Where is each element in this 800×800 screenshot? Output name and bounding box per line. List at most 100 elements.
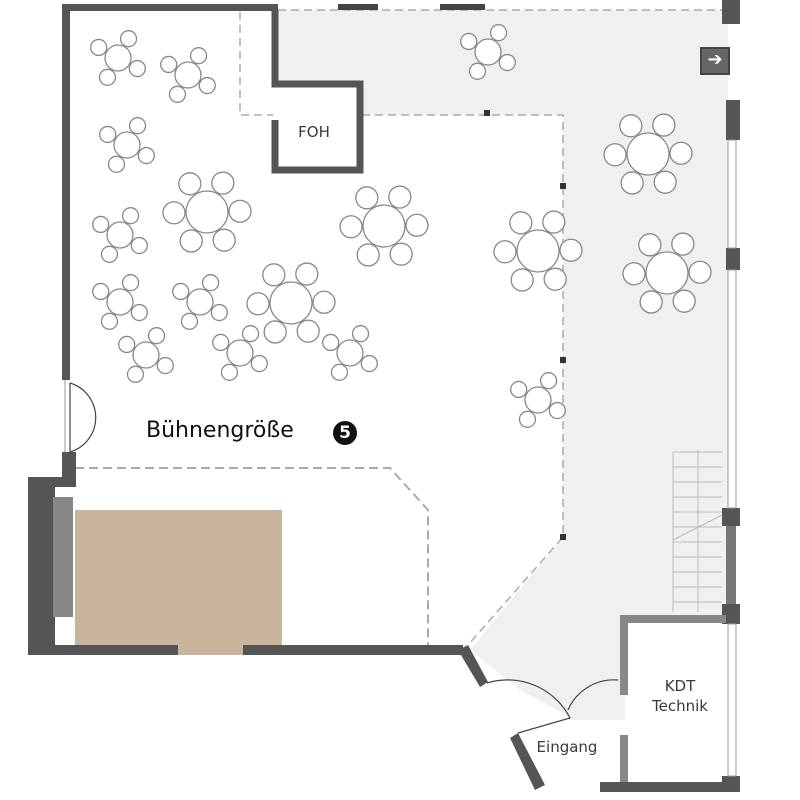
zone-outline-dashed: [239, 12, 273, 116]
chair: [542, 210, 566, 234]
chair: [228, 199, 252, 223]
chair: [652, 113, 676, 137]
chair: [168, 85, 187, 103]
chair: [510, 268, 534, 292]
chair: [189, 47, 208, 65]
chair: [201, 274, 220, 292]
chair: [241, 325, 260, 343]
stage-outline-dashed: [75, 467, 429, 645]
chair: [460, 32, 478, 51]
table: [474, 38, 502, 66]
stair-line: [672, 514, 723, 541]
chair: [250, 354, 268, 373]
chair: [220, 363, 239, 381]
tables: [90, 24, 712, 428]
chair: [100, 312, 119, 330]
chair: [172, 282, 190, 301]
chair: [672, 289, 696, 313]
chair: [619, 114, 643, 138]
table: [132, 341, 160, 369]
chair: [356, 243, 380, 267]
chair: [638, 233, 662, 257]
exit-sign-icon: ➔: [700, 47, 730, 75]
chair: [510, 380, 528, 399]
chair: [468, 62, 487, 80]
chair: [121, 274, 140, 292]
chair: [212, 333, 230, 352]
chair: [210, 303, 228, 322]
chair: [330, 363, 349, 381]
chair: [211, 171, 235, 195]
chair: [388, 185, 412, 209]
chair: [128, 117, 147, 135]
chair: [671, 232, 695, 256]
table: [185, 190, 229, 234]
stairs: [672, 450, 723, 612]
chair: [518, 410, 537, 428]
chair: [322, 333, 340, 352]
chair: [92, 215, 110, 234]
table: [174, 61, 202, 89]
chair: [509, 211, 533, 235]
table: [645, 251, 689, 295]
chair: [130, 303, 148, 322]
chair: [688, 260, 712, 284]
chair: [622, 262, 646, 286]
chair: [121, 207, 140, 225]
chair: [620, 171, 644, 195]
chair: [603, 143, 627, 167]
chair: [212, 228, 236, 252]
chair: [92, 282, 110, 301]
chair: [178, 172, 202, 196]
chair: [100, 245, 119, 263]
table: [106, 221, 134, 249]
zone-outline-dashed-2: [362, 114, 564, 646]
chair: [147, 327, 166, 345]
table: [362, 204, 406, 248]
chair: [493, 240, 517, 264]
table: [626, 132, 670, 176]
chair: [296, 319, 320, 343]
stage-area: [75, 510, 282, 655]
chair: [107, 155, 126, 173]
entrance-label: Eingang: [536, 738, 598, 756]
chair: [179, 229, 203, 253]
chair: [198, 76, 216, 95]
chair: [98, 68, 117, 86]
chair: [246, 292, 270, 316]
chair: [389, 242, 413, 266]
chair: [351, 325, 370, 343]
technik-label: Technik: [652, 697, 708, 715]
chair: [543, 267, 567, 291]
table: [106, 288, 134, 316]
chair: [539, 372, 558, 390]
foh-label: FOH: [298, 123, 330, 141]
chair: [99, 125, 117, 144]
chair: [160, 55, 178, 74]
chair: [128, 59, 146, 78]
table: [113, 131, 141, 159]
chair: [262, 263, 286, 287]
kdt-label: KDT: [664, 677, 696, 695]
stage-number-badge: 5: [333, 421, 357, 445]
gray-floor-area: [240, 10, 728, 720]
chair: [119, 30, 138, 48]
chair: [559, 238, 583, 262]
foh-walls: [271, 10, 364, 174]
table: [186, 288, 214, 316]
chair: [639, 290, 663, 314]
chair: [355, 186, 379, 210]
stage-size-label: Bühnengröße: [146, 418, 294, 443]
table: [336, 339, 364, 367]
chair: [180, 312, 199, 330]
chair: [137, 146, 155, 165]
chair: [405, 213, 429, 237]
chair: [489, 24, 508, 42]
chair: [90, 38, 108, 57]
table: [104, 44, 132, 72]
table: [226, 339, 254, 367]
chair: [126, 365, 145, 383]
chair: [312, 290, 336, 314]
